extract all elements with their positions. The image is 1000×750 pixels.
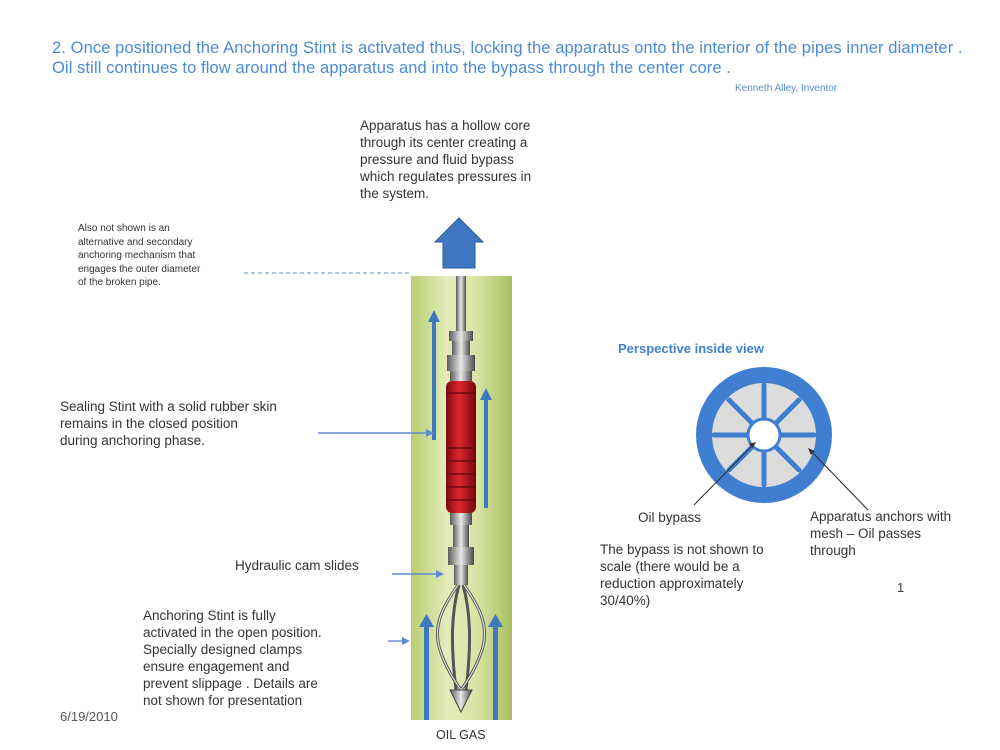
upper-collar <box>449 331 473 341</box>
slide-title: 2. Once positioned the Anchoring Stint i… <box>52 39 963 77</box>
nose-cone <box>449 689 473 714</box>
upper-collar-3 <box>447 355 475 371</box>
hydraulic-cam-slide <box>448 547 474 565</box>
sealing-stint-label: Sealing Stint with a solid rubber skin r… <box>60 399 277 448</box>
mesh-label: Apparatus anchors with mesh – Oil passes… <box>810 509 952 558</box>
upper-collar-4 <box>450 371 472 381</box>
cam-stem <box>454 565 468 585</box>
sealing-stint-ribs <box>446 392 476 501</box>
perspective-view <box>693 367 869 511</box>
secondary-anchor-label: Also not shown is an alternative and sec… <box>78 223 201 288</box>
flow-up-arrow-icon <box>433 217 485 269</box>
hydraulic-cam-body <box>453 525 469 547</box>
bypass-scale-note: The bypass is not shown to scale (there … <box>600 542 764 608</box>
oil-gas-label: OIL GAS <box>436 728 486 742</box>
page-number: 1 <box>897 580 905 595</box>
author-credit: Kenneth Alley, Inventor <box>735 83 838 94</box>
leader-arrows <box>318 429 444 645</box>
perspective-title: Perspective inside view <box>618 341 764 356</box>
slide-date: 6/19/2010 <box>60 709 118 724</box>
upper-collar-2 <box>452 341 470 355</box>
flow-arrows <box>419 310 503 720</box>
lower-collar <box>450 513 472 525</box>
hydraulic-cam-label: Hydraulic cam slides <box>235 558 359 573</box>
center-bypass-core <box>746 417 782 453</box>
sealing-stint-body <box>446 381 476 513</box>
hollow-core-label: Apparatus has a hollow core through its … <box>360 118 532 201</box>
anchoring-stint-label: Anchoring Stint is fully activated in th… <box>143 608 322 708</box>
oil-bypass-label: Oil bypass <box>638 510 702 525</box>
center-shaft <box>456 276 466 331</box>
